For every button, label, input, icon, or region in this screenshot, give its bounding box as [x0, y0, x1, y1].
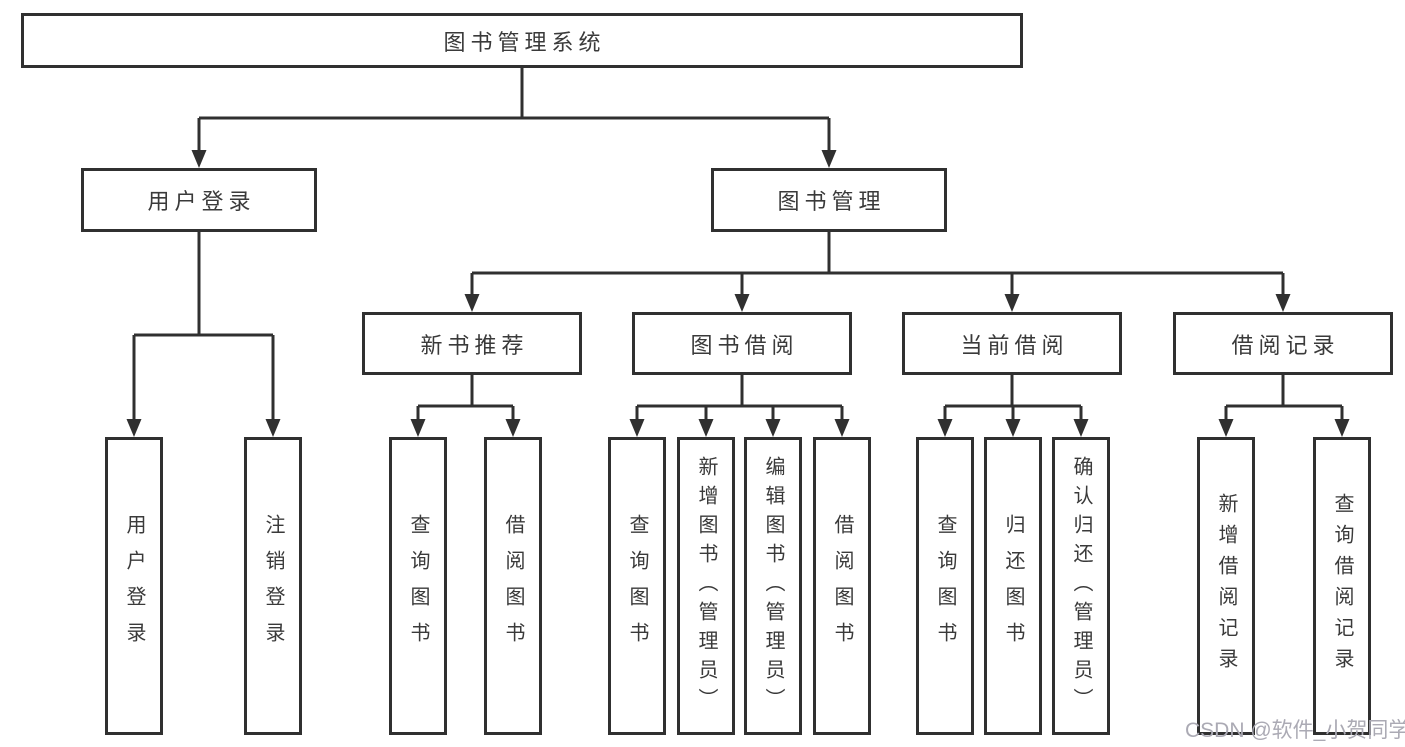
- node-new-book-recommend-label: 新书推荐: [420, 332, 529, 358]
- node-book-management: 图书管理: [711, 168, 947, 232]
- leaf-records-query-record-label: 查询借阅记录: [1331, 493, 1353, 679]
- leaf-records-query-record: 查询借阅记录: [1313, 437, 1371, 735]
- leaf-borrow-query-books-label: 查询图书: [626, 514, 648, 658]
- leaf-current-query-books: 查询图书: [916, 437, 974, 735]
- leaf-current-return-books-label: 归还图书: [1002, 514, 1024, 658]
- node-borrow-records-label: 借阅记录: [1231, 332, 1340, 358]
- leaf-current-confirm-return-admin-label: 确认归还（管理员）: [1070, 455, 1092, 717]
- leaf-logout: 注销登录: [244, 437, 302, 735]
- leaf-borrow-borrow-books-label: 借阅图书: [831, 514, 853, 658]
- leaf-records-add-record: 新增借阅记录: [1197, 437, 1255, 735]
- node-borrow-records: 借阅记录: [1173, 312, 1393, 375]
- leaf-borrow-edit-books-admin-label: 编辑图书（管理员）: [762, 455, 784, 717]
- node-new-book-recommend: 新书推荐: [362, 312, 582, 375]
- arrowheads: [126, 150, 1350, 437]
- node-root-label: 图书管理系统: [443, 29, 606, 55]
- leaf-borrow-add-books-admin-label: 新增图书（管理员）: [695, 455, 717, 717]
- node-current-borrowing: 当前借阅: [902, 312, 1122, 375]
- leaf-borrow-query-books: 查询图书: [608, 437, 666, 735]
- leaf-current-return-books: 归还图书: [984, 437, 1042, 735]
- leaf-borrow-add-books-admin: 新增图书（管理员）: [677, 437, 735, 735]
- leaf-newbook-query-books-label: 查询图书: [407, 514, 429, 658]
- leaf-logout-label: 注销登录: [262, 514, 284, 658]
- csdn-watermark: CSDN @软件_小贺同学: [1185, 719, 1405, 742]
- leaf-current-query-books-label: 查询图书: [934, 514, 956, 658]
- node-user-login-group-label: 用户登录: [147, 189, 256, 214]
- leaf-newbook-query-books: 查询图书: [389, 437, 447, 735]
- node-root-system: 图书管理系统: [21, 13, 1023, 68]
- node-book-borrowing-label: 图书借阅: [690, 332, 799, 358]
- leaf-newbook-borrow-books: 借阅图书: [484, 437, 542, 735]
- node-current-borrowing-label: 当前借阅: [960, 332, 1069, 358]
- leaf-records-add-record-label: 新增借阅记录: [1215, 493, 1237, 679]
- leaf-current-confirm-return-admin: 确认归还（管理员）: [1052, 437, 1110, 735]
- leaf-newbook-borrow-books-label: 借阅图书: [502, 514, 524, 658]
- leaf-user-login: 用户登录: [105, 437, 163, 735]
- node-book-management-label: 图书管理: [777, 189, 886, 214]
- leaf-borrow-edit-books-admin: 编辑图书（管理员）: [744, 437, 802, 735]
- leaf-user-login-label: 用户登录: [123, 514, 145, 658]
- leaf-borrow-borrow-books: 借阅图书: [813, 437, 871, 735]
- node-book-borrowing: 图书借阅: [632, 312, 852, 375]
- node-user-login-group: 用户登录: [81, 168, 317, 232]
